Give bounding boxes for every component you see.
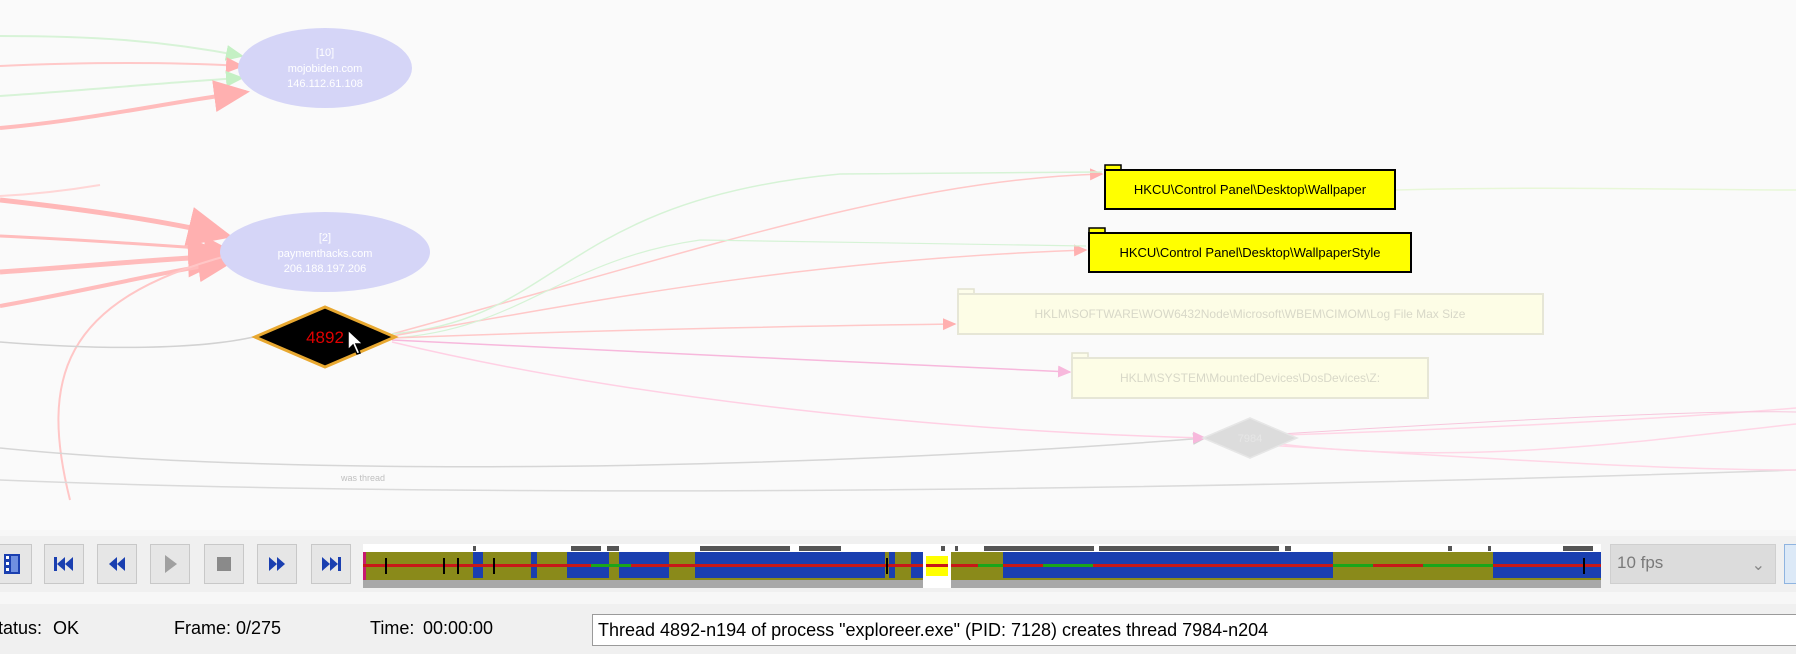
status-bar: tatus: OK Frame: 0/275 Time: 00:00:00 Th… bbox=[0, 604, 1796, 654]
registry-node-logfile[interactable]: HKLM\SOFTWARE\WOW6432Node\Microsoft\WBEM… bbox=[957, 288, 1544, 335]
playback-toolbar: 10 fps ⌄ bbox=[0, 536, 1796, 592]
host-node-id: [10] bbox=[316, 47, 334, 59]
host-node-ip: 206.188.197.206 bbox=[284, 263, 367, 275]
skip-to-end-icon bbox=[322, 557, 341, 571]
timeline-svg bbox=[363, 544, 1601, 588]
stop-button[interactable] bbox=[204, 544, 244, 584]
play-icon bbox=[165, 555, 177, 573]
thread-node-label: 7984 bbox=[1238, 433, 1262, 445]
timeline-track[interactable] bbox=[363, 544, 1601, 588]
host-node-id: [2] bbox=[319, 232, 331, 244]
registry-node-label: HKCU\Control Panel\Desktop\Wallpaper bbox=[1134, 182, 1367, 197]
time-value: 00:00:00 bbox=[423, 618, 494, 638]
fast-forward-icon bbox=[269, 557, 285, 571]
film-strip-icon bbox=[4, 554, 20, 574]
graph-svg: was thread [10] mojobiden.com 146.112.61… bbox=[0, 28, 1796, 501]
frame-label: Frame: bbox=[174, 618, 232, 638]
status-value: OK bbox=[53, 618, 80, 638]
play-button[interactable] bbox=[150, 544, 190, 584]
registry-node-wallpaperstyle[interactable]: HKCU\Control Panel\Desktop\WallpaperStyl… bbox=[1088, 227, 1412, 273]
stop-icon bbox=[217, 557, 231, 571]
host-node-paymenthacks[interactable]: [2] paymenthacks.com 206.188.197.206 bbox=[220, 212, 430, 292]
chevron-down-icon: ⌄ bbox=[1751, 557, 1765, 574]
registry-node-mounted[interactable]: HKLM\SYSTEM\MountedDevices\DosDevices\Z: bbox=[1071, 352, 1429, 399]
frame-value: 0/275 bbox=[236, 618, 282, 638]
fast-forward-button[interactable] bbox=[257, 544, 297, 584]
edge-label: was thread bbox=[340, 473, 385, 483]
host-node-mojobiden[interactable]: [10] mojobiden.com 146.112.61.108 bbox=[238, 28, 412, 108]
time-label: Time: bbox=[370, 618, 415, 638]
skip-to-start-button[interactable] bbox=[44, 544, 84, 584]
thread-node-4892[interactable]: 4892 bbox=[251, 305, 399, 369]
registry-node-label: HKLM\SOFTWARE\WOW6432Node\Microsoft\WBEM… bbox=[1035, 307, 1466, 321]
extra-toolbar-button[interactable] bbox=[1784, 544, 1796, 584]
film-strip-button[interactable] bbox=[0, 544, 32, 584]
registry-node-wallpaper[interactable]: HKCU\Control Panel\Desktop\Wallpaper bbox=[1104, 164, 1396, 210]
registry-node-label: HKCU\Control Panel\Desktop\WallpaperStyl… bbox=[1119, 245, 1380, 260]
registry-node-label: HKLM\SYSTEM\MountedDevices\DosDevices\Z: bbox=[1120, 371, 1380, 385]
process-graph-canvas[interactable]: was thread [10] mojobiden.com 146.112.61… bbox=[0, 0, 1796, 530]
host-node-name: paymenthacks.com bbox=[278, 248, 373, 260]
skip-to-end-button[interactable] bbox=[311, 544, 351, 584]
thread-node-label: 4892 bbox=[306, 328, 344, 347]
graph-edges bbox=[0, 35, 1796, 501]
mouse-cursor-icon bbox=[347, 328, 365, 355]
timeline-tick-marks bbox=[473, 546, 1593, 551]
host-node-ip: 146.112.61.108 bbox=[287, 78, 363, 90]
fps-selected-value: 10 fps bbox=[1617, 553, 1664, 572]
status-label: tatus: bbox=[0, 618, 43, 638]
fps-dropdown[interactable]: 10 fps ⌄ bbox=[1610, 544, 1776, 584]
event-message-field[interactable]: Thread 4892-n194 of process "exploreer.e… bbox=[592, 614, 1796, 646]
thread-node-faded[interactable]: 7984 bbox=[1201, 417, 1299, 459]
rewind-button[interactable] bbox=[97, 544, 137, 584]
rewind-icon bbox=[109, 557, 125, 571]
skip-to-start-icon bbox=[54, 557, 73, 571]
host-node-name: mojobiden.com bbox=[288, 63, 363, 75]
